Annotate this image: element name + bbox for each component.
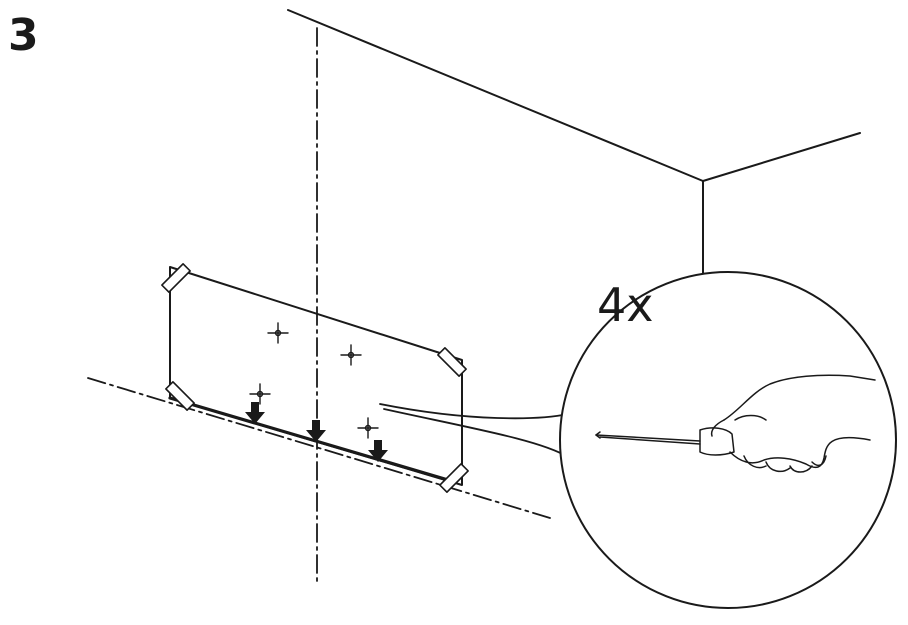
down-arrow-icon xyxy=(245,402,388,462)
level-guide-line xyxy=(87,377,551,519)
wall-corner-lines xyxy=(287,9,861,279)
quantity-label: 4x xyxy=(597,278,654,332)
hand-awl-icon xyxy=(595,374,876,473)
crosshair-mark-icon xyxy=(249,322,379,439)
step-number: 3 xyxy=(8,10,39,61)
detail-circle xyxy=(559,271,897,609)
tape-strip-icon xyxy=(161,263,469,493)
drilling-template xyxy=(168,266,463,486)
